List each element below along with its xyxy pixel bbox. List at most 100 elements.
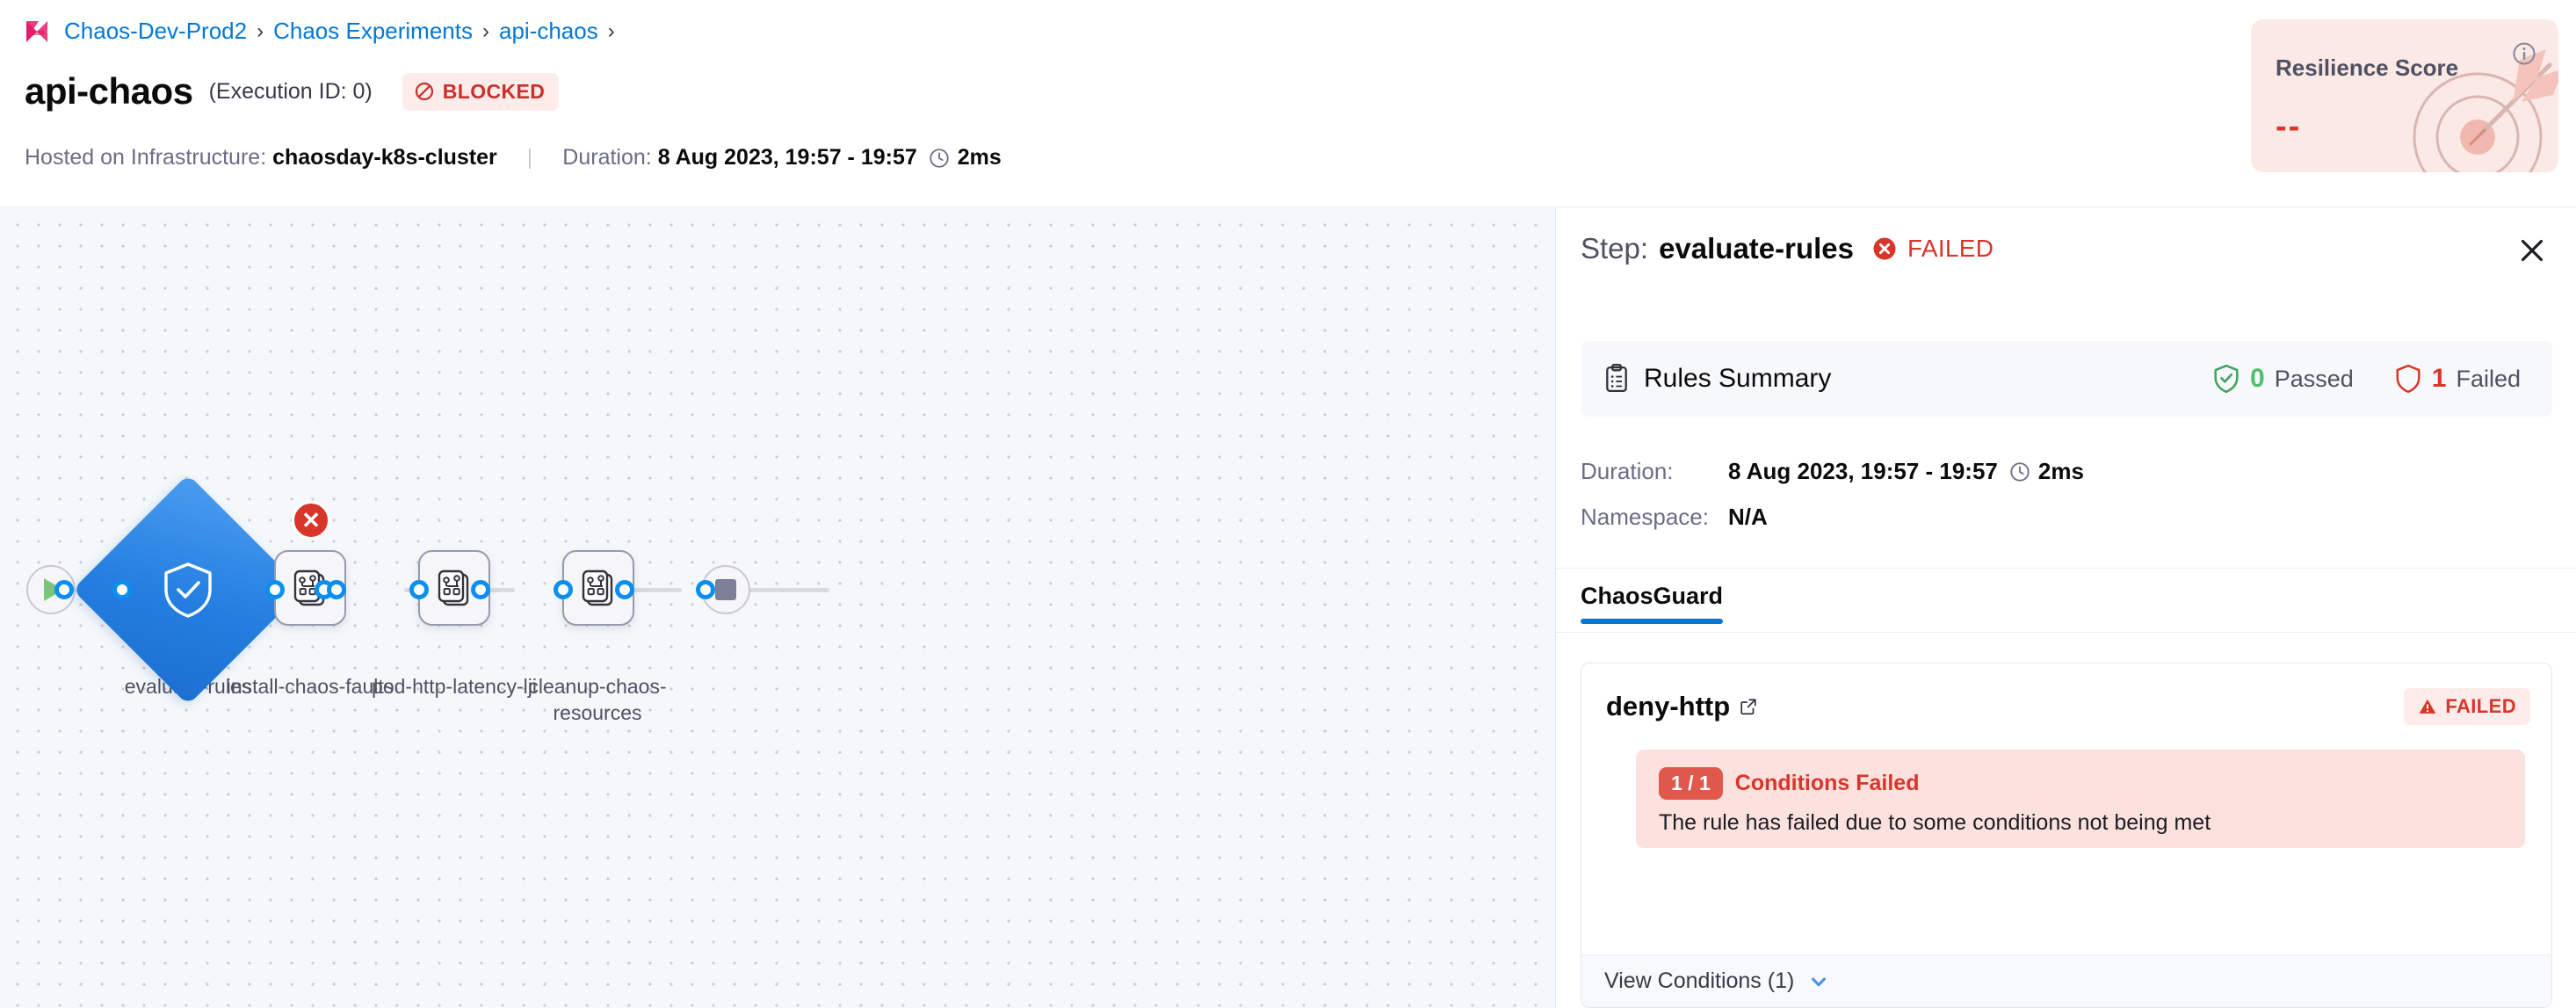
close-button[interactable] bbox=[2512, 230, 2552, 271]
connector-dot[interactable] bbox=[409, 580, 429, 599]
detail-key: Duration: bbox=[1581, 458, 1674, 484]
panel-step-word: Step: bbox=[1581, 232, 1649, 265]
panel-header: Step: evaluate-rules FAILED bbox=[1556, 207, 2576, 308]
page-header: Chaos-Dev-Prod2 › Chaos Experiments › ap… bbox=[0, 0, 2576, 207]
node-label-cleanup-chaos-resources: cleanup-chaos-resources bbox=[528, 675, 667, 725]
chaos-fault-icon bbox=[438, 569, 469, 606]
warning-triangle-icon bbox=[2420, 699, 2436, 714]
detail-duration-elapsed: 2ms bbox=[2037, 458, 2084, 484]
conditions-failed-label: Conditions Failed bbox=[1734, 771, 1920, 795]
resilience-score-label: Resilience Score bbox=[2276, 54, 2459, 81]
breadcrumb-separator: › bbox=[257, 18, 264, 43]
rule-name-text: deny-http bbox=[1606, 691, 1731, 722]
panel-step-name: evaluate-rules bbox=[1659, 232, 1855, 265]
connector-dot[interactable] bbox=[554, 580, 573, 599]
node-label-install-chaos-faults: install-chaos-faults bbox=[226, 675, 394, 698]
rules-failed-count: 1 bbox=[2431, 364, 2447, 393]
connector-dot[interactable] bbox=[54, 580, 74, 599]
meta-divider: | bbox=[526, 145, 533, 170]
detail-row-namespace: Namespace: N/A bbox=[1581, 504, 2547, 531]
rules-summary-title: Rules Summary bbox=[1644, 364, 1832, 393]
external-link-icon bbox=[1740, 699, 1756, 715]
breadcrumb-item-0[interactable]: Chaos-Dev-Prod2 bbox=[64, 18, 248, 44]
blocked-circle-icon bbox=[415, 82, 433, 101]
duration-elapsed: 2ms bbox=[957, 145, 1002, 170]
rules-passed-stat: 0 Passed bbox=[2212, 364, 2354, 394]
rules-failed-label: Failed bbox=[2456, 365, 2521, 392]
breadcrumb-separator: › bbox=[607, 18, 615, 43]
clipboard-icon bbox=[1606, 364, 1627, 392]
breadcrumb-separator: › bbox=[481, 18, 489, 43]
detail-value: 8 Aug 2023, 19:57 - 19:57 2ms bbox=[1728, 458, 2084, 485]
status-badge-label: BLOCKED bbox=[442, 79, 546, 103]
conditions-failed-count: 1 / 1 bbox=[1659, 767, 1723, 800]
breadcrumb-item-1[interactable]: Chaos Experiments bbox=[273, 18, 473, 44]
breadcrumb-item-2[interactable]: api-chaos bbox=[498, 18, 598, 44]
step-details-list: Duration: 8 Aug 2023, 19:57 - 19:57 2ms … bbox=[1581, 458, 2547, 549]
connector-dot[interactable] bbox=[696, 580, 715, 599]
connector-dot[interactable] bbox=[265, 580, 285, 599]
rule-name-link[interactable]: deny-http bbox=[1606, 691, 1758, 722]
detail-row-duration: Duration: 8 Aug 2023, 19:57 - 19:57 2ms bbox=[1581, 458, 2547, 485]
node-status-error-x-icon[interactable]: ✕ bbox=[292, 501, 330, 540]
shield-check-icon bbox=[2214, 364, 2239, 394]
title-row: api-chaos (Execution ID: 0) BLOCKED bbox=[25, 70, 560, 112]
connector-dot[interactable] bbox=[112, 580, 132, 599]
conditions-failed-description: The rule has failed due to some conditio… bbox=[1659, 810, 2211, 835]
conditions-failed-box: 1 / 1 Conditions Failed The rule has fai… bbox=[1636, 750, 2525, 848]
rule-status-label: FAILED bbox=[2445, 695, 2516, 717]
view-conditions-toggle[interactable]: View Conditions (1) bbox=[1581, 954, 2551, 1007]
infrastructure-value: chaosday-k8s-cluster bbox=[272, 145, 497, 170]
rules-failed-stat: 1 Failed bbox=[2394, 364, 2521, 394]
rules-passed-count: 0 bbox=[2250, 364, 2265, 393]
target-dart-icon bbox=[2413, 49, 2558, 172]
view-conditions-label: View Conditions (1) bbox=[1604, 968, 1795, 993]
shield-check-icon bbox=[164, 562, 212, 618]
chevron-down-icon bbox=[1812, 977, 1827, 986]
harness-logo-icon bbox=[26, 20, 47, 42]
panel-tabs: ChaosGuard bbox=[1556, 568, 2576, 633]
chaos-fault-icon bbox=[582, 569, 613, 606]
connector-dot[interactable] bbox=[327, 580, 346, 599]
rule-status-badge: FAILED bbox=[2404, 688, 2530, 725]
conditions-failed-header: 1 / 1 Conditions Failed bbox=[1659, 767, 2502, 800]
rules-summary-card: Rules Summary 0 Passed 1 Failed bbox=[1581, 341, 2552, 417]
connector-dot[interactable] bbox=[615, 580, 634, 599]
detail-value: N/A bbox=[1728, 504, 1768, 530]
pipeline-canvas[interactable]: ✕ evaluate-rules install-chaos-faults bbox=[0, 207, 1555, 1008]
shield-outline-icon bbox=[2396, 364, 2420, 394]
node-icon-wrap bbox=[106, 508, 270, 671]
close-icon bbox=[2521, 239, 2543, 262]
duration-value: 8 Aug 2023, 19:57 - 19:57 bbox=[657, 145, 917, 170]
pipeline-node-evaluate-rules[interactable] bbox=[72, 474, 304, 706]
panel-status-label: FAILED bbox=[1907, 235, 1994, 262]
header-meta: Hosted on Infrastructure: chaosday-k8s-c… bbox=[25, 145, 1002, 170]
page-title: api-chaos bbox=[25, 70, 193, 112]
clock-icon bbox=[930, 148, 949, 168]
panel-status-badge: FAILED bbox=[1871, 235, 1994, 263]
step-details-panel: Step: evaluate-rules FAILED bbox=[1555, 207, 2576, 1008]
pipeline-graph: ✕ evaluate-rules install-chaos-faults bbox=[0, 207, 1555, 1008]
rules-summary-stats: 0 Passed 1 Failed bbox=[2212, 364, 2521, 394]
execution-id: (Execution ID: 0) bbox=[208, 78, 373, 104]
stop-icon bbox=[715, 579, 736, 600]
clock-icon bbox=[2010, 461, 2030, 482]
breadcrumb: Chaos-Dev-Prod2 › Chaos Experiments › ap… bbox=[25, 18, 615, 45]
rule-card-deny-http: deny-http FAILED bbox=[1581, 663, 2552, 1008]
duration-label: Duration: bbox=[562, 145, 652, 170]
connector-dot[interactable] bbox=[471, 580, 490, 599]
info-icon[interactable] bbox=[2511, 40, 2537, 67]
resilience-score-value: -- bbox=[2276, 108, 2302, 145]
node-label-pod-http-latency-lji: pod-http-latency-lji bbox=[372, 675, 537, 698]
rule-card-header: deny-http FAILED bbox=[1606, 688, 2530, 725]
resilience-score-card: Resilience Score -- bbox=[2251, 19, 2558, 172]
infrastructure-label: Hosted on Infrastructure: bbox=[25, 145, 267, 170]
rules-summary-title-group: Rules Summary bbox=[1603, 364, 1831, 394]
status-badge-blocked: BLOCKED bbox=[402, 72, 560, 111]
tab-chaosguard[interactable]: ChaosGuard bbox=[1581, 583, 1724, 624]
panel-title: Step: evaluate-rules FAILED bbox=[1581, 232, 1994, 265]
detail-duration-range: 8 Aug 2023, 19:57 - 19:57 bbox=[1728, 458, 1998, 484]
edge-cleanup-to-end bbox=[713, 588, 829, 592]
error-x-icon bbox=[1873, 237, 1896, 260]
